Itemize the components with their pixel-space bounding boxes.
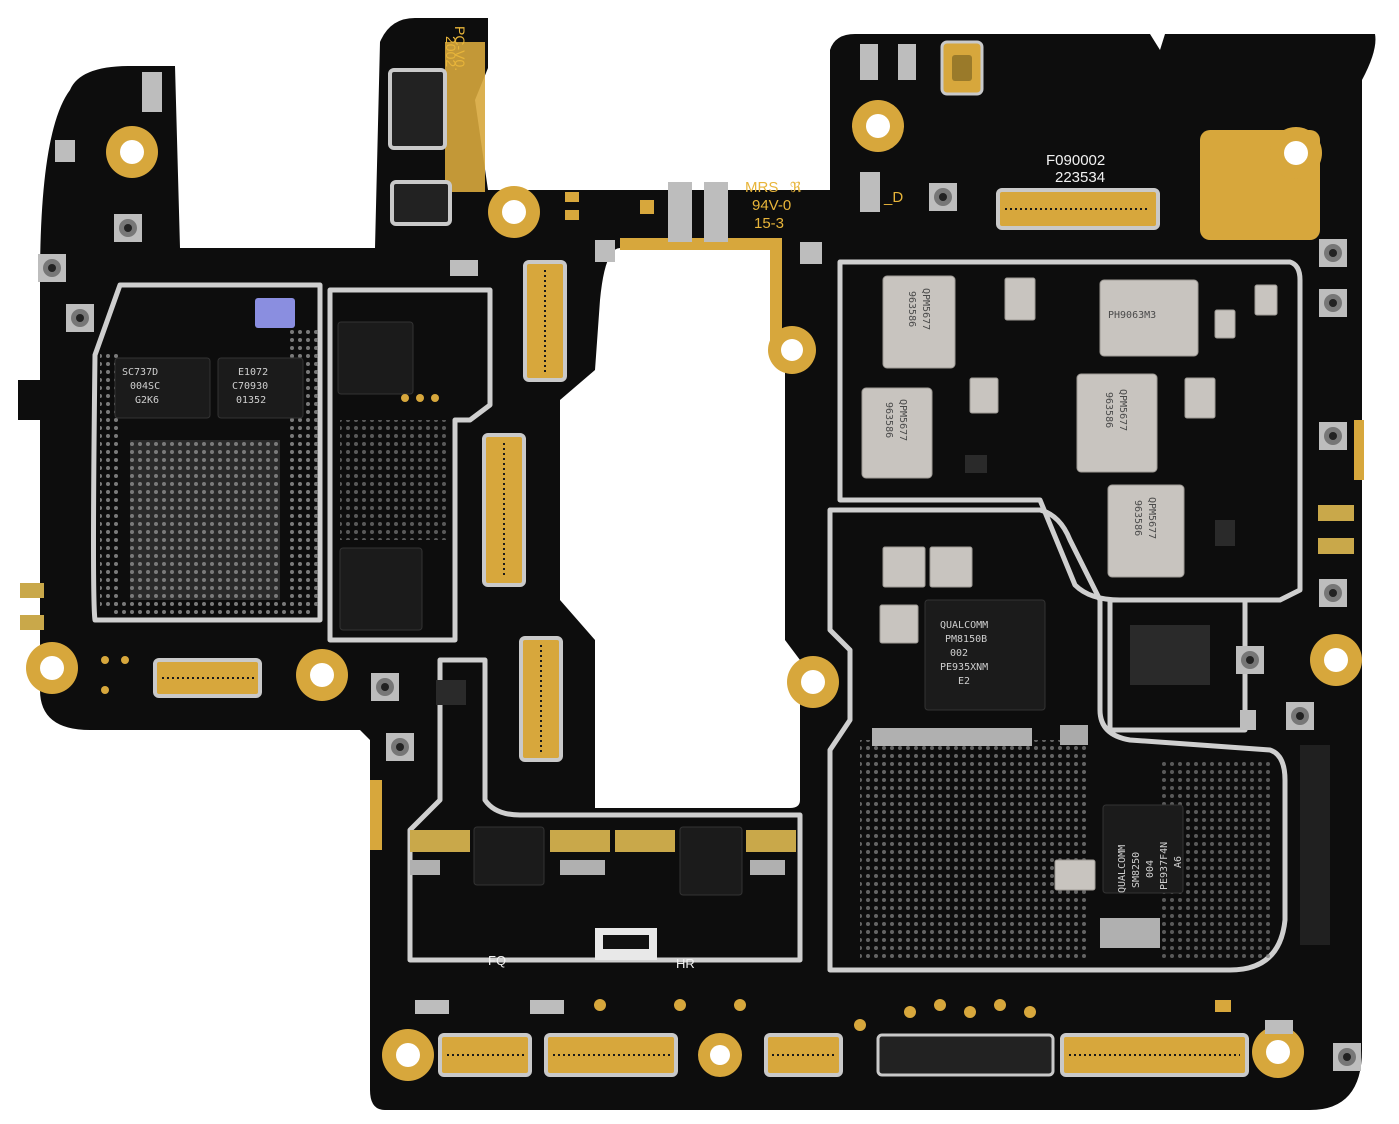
svg-text:G2K6: G2K6 xyxy=(135,395,159,406)
silk-board-rating: 94V-0 xyxy=(752,197,791,214)
svg-text:QPM5677: QPM5677 xyxy=(920,288,931,330)
shield-fences xyxy=(91,259,1303,973)
silk-part-sub: 223534 xyxy=(1055,169,1105,186)
silk-mrs: MRS xyxy=(745,179,778,196)
svg-text:QUALCOMM: QUALCOMM xyxy=(940,620,988,631)
chip-qpm-b xyxy=(861,387,933,479)
chip-e1072-text: E1072 C70930 01352 xyxy=(232,367,268,406)
chip-sm8250-text: QUALCOMM SM8250 004 PE937F4N A6 xyxy=(1117,842,1184,893)
svg-text:963586: 963586 xyxy=(906,291,917,327)
svg-text:963586: 963586 xyxy=(1103,392,1114,428)
chip-qpm-c-text: QPM5677 963586 xyxy=(1103,389,1128,431)
svg-text:SC737D: SC737D xyxy=(122,367,158,378)
chip-qpm-d-text: QPM5677 963586 xyxy=(1132,497,1157,539)
gold-edges xyxy=(370,42,1364,850)
svg-text:E2: E2 xyxy=(958,676,970,687)
camera-flash-icon xyxy=(940,40,984,96)
svg-text:C70930: C70930 xyxy=(232,381,268,392)
chip-pm8150b xyxy=(924,599,1046,711)
board-cutout xyxy=(560,248,800,808)
coax-connector-icon xyxy=(38,183,1361,1071)
silver-chips xyxy=(861,275,1278,891)
chip-ph9063-text: PH9063M3 xyxy=(1108,310,1156,321)
chip-qpm-d xyxy=(1107,484,1185,578)
smd-components xyxy=(20,44,1354,1034)
fpc-connector-icon xyxy=(153,68,1249,1077)
svg-text:004: 004 xyxy=(1145,860,1156,878)
svg-text:002: 002 xyxy=(950,648,968,659)
chip-sc737d xyxy=(114,357,211,419)
blue-component xyxy=(255,298,295,328)
svg-text:QUALCOMM: QUALCOMM xyxy=(1117,845,1128,893)
svg-text:963586: 963586 xyxy=(1132,500,1143,536)
chip-sc737d-text: SC737D 004SC G2K6 xyxy=(122,367,160,406)
silk-rating-code: 15-3 xyxy=(754,215,784,232)
svg-text:E1072: E1072 xyxy=(238,367,268,378)
chip-qpm-a xyxy=(882,275,956,369)
silk-fq: FQ xyxy=(488,953,506,968)
svg-text:004SC: 004SC xyxy=(130,381,160,392)
svg-text:PE937F4N: PE937F4N xyxy=(1159,842,1170,890)
svg-text:963586: 963586 xyxy=(883,402,894,438)
silk-d-mark: _D xyxy=(883,189,903,206)
mount-hole-icon xyxy=(26,100,1362,1081)
chip-qpm-c xyxy=(1076,373,1158,473)
svg-text:QPM5677: QPM5677 xyxy=(1146,497,1157,539)
silk-ul-mark: ℜ xyxy=(790,179,802,195)
chip-qpm-b-text: QPM5677 963586 xyxy=(883,399,908,441)
chip-qpm-a-text: QPM5677 963586 xyxy=(906,288,931,330)
gold-pads xyxy=(101,192,1231,1031)
chip-pm8150b-text: QUALCOMM PM8150B 002 PE935XNM E2 xyxy=(940,620,988,687)
svg-text:PM8150B: PM8150B xyxy=(945,634,987,645)
svg-text:QPM5677: QPM5677 xyxy=(897,399,908,441)
fpc-pins xyxy=(162,208,1240,1056)
chip-ph9063 xyxy=(1099,279,1199,357)
silk-pc-version: PC-V0. xyxy=(452,26,468,71)
silk-hr: HR xyxy=(676,956,695,971)
svg-text:PE935XNM: PE935XNM xyxy=(940,662,988,673)
chip-sm8250 xyxy=(1102,804,1184,894)
svg-text:SM8250: SM8250 xyxy=(1131,852,1142,888)
silk-part-no: F090002 xyxy=(1046,152,1105,169)
silk-pc-year: 2002 xyxy=(443,36,459,67)
black-chips xyxy=(114,321,1184,896)
chip-e1072 xyxy=(217,357,304,419)
svg-text:01352: 01352 xyxy=(236,395,266,406)
svg-text:A6: A6 xyxy=(1173,856,1184,868)
svg-text:QPM5677: QPM5677 xyxy=(1117,389,1128,431)
